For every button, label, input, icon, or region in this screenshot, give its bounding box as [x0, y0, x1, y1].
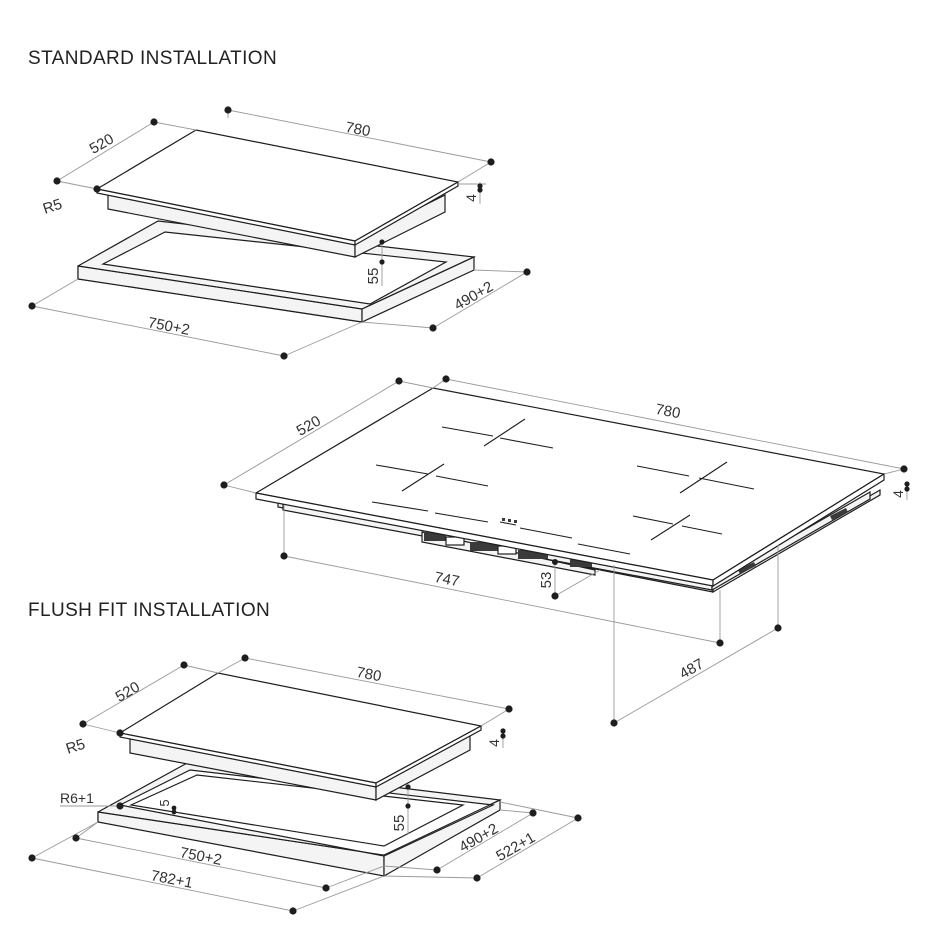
flush-hob [118, 672, 483, 801]
hob-dimensions [220, 375, 910, 727]
hob-body-depth-label: 487 [677, 655, 707, 682]
flush-depth-label: 520 [113, 678, 143, 705]
standard-depth-label: 520 [87, 130, 117, 157]
flush-width-label: 780 [355, 664, 383, 685]
hob-thickness-label: 4 [890, 490, 906, 498]
flush-dimensions [28, 654, 582, 915]
flush-height-label: 55 [391, 815, 408, 832]
standard-cutout-depth-label: 490+2 [451, 278, 496, 314]
cooking-zones [375, 418, 755, 541]
flush-radius-label: R5 [64, 736, 88, 758]
hob-body-width-label: 747 [433, 569, 461, 590]
flush-recess-label: 5 [157, 799, 172, 806]
hob-body-height-label: 53 [538, 572, 555, 589]
flush-outer-width-label: 782+1 [150, 867, 195, 892]
hob-width-label: 780 [654, 401, 682, 422]
hob-detail-drawing: 780 520 4 747 487 53 [220, 375, 910, 727]
standard-installation-drawing: 780 520 R5 4 55 750+2 490+2 [28, 106, 531, 360]
standard-height-label: 55 [365, 268, 382, 285]
standard-thickness-label: 4 [463, 194, 479, 202]
flush-installation-heading: FLUSH FIT INSTALLATION [28, 600, 271, 621]
standard-width-label: 780 [344, 119, 372, 140]
standard-installation-heading: STANDARD INSTALLATION [28, 48, 278, 69]
standard-hob [95, 129, 460, 258]
standard-radius-label: R5 [41, 196, 65, 218]
flush-frame-radius-label: R6+1 [60, 790, 94, 806]
control-panel [371, 501, 631, 555]
flush-cutout-width-label: 750+2 [179, 844, 224, 869]
standard-dimensions [28, 106, 531, 360]
flush-thickness-label: 4 [486, 739, 502, 747]
flush-installation-drawing: 780 520 R5 4 R6+1 5 55 750+2 782+1 490+2… [28, 654, 582, 915]
hob-depth-label: 520 [294, 412, 324, 439]
standard-cutout-width-label: 750+2 [147, 314, 192, 339]
hob-body [254, 387, 886, 594]
